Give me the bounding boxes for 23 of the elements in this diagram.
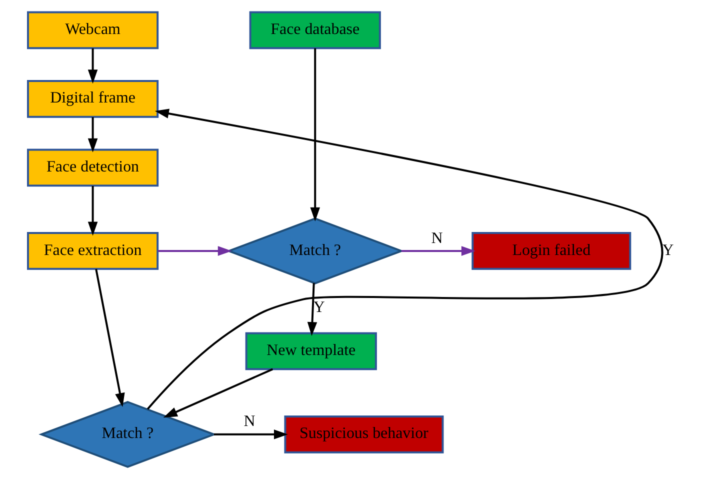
node-box: New template (244, 332, 376, 370)
node-box: Webcam (26, 11, 158, 50)
edge-label: N (243, 413, 255, 430)
node-box: Face database (248, 11, 380, 50)
edge-label: N (430, 230, 442, 247)
arrow (310, 48, 320, 222)
node-box: Digital frame (26, 80, 158, 118)
arrow (306, 283, 317, 336)
arrow (146, 108, 662, 410)
node-box: Login failed (471, 232, 631, 270)
node-box: Face extraction (26, 232, 158, 270)
edge-label: Y (312, 299, 324, 316)
arrow (87, 117, 98, 152)
arrow (157, 246, 232, 256)
node-box: Face detection (26, 148, 158, 187)
arrow (214, 430, 288, 440)
arrow (400, 246, 475, 256)
arrow (87, 48, 98, 84)
arrow (87, 186, 98, 236)
arrow (94, 268, 124, 408)
node-box: Suspicious behavior (284, 415, 444, 454)
node-diamond: Match ? (38, 400, 216, 468)
arrow (162, 368, 273, 418)
